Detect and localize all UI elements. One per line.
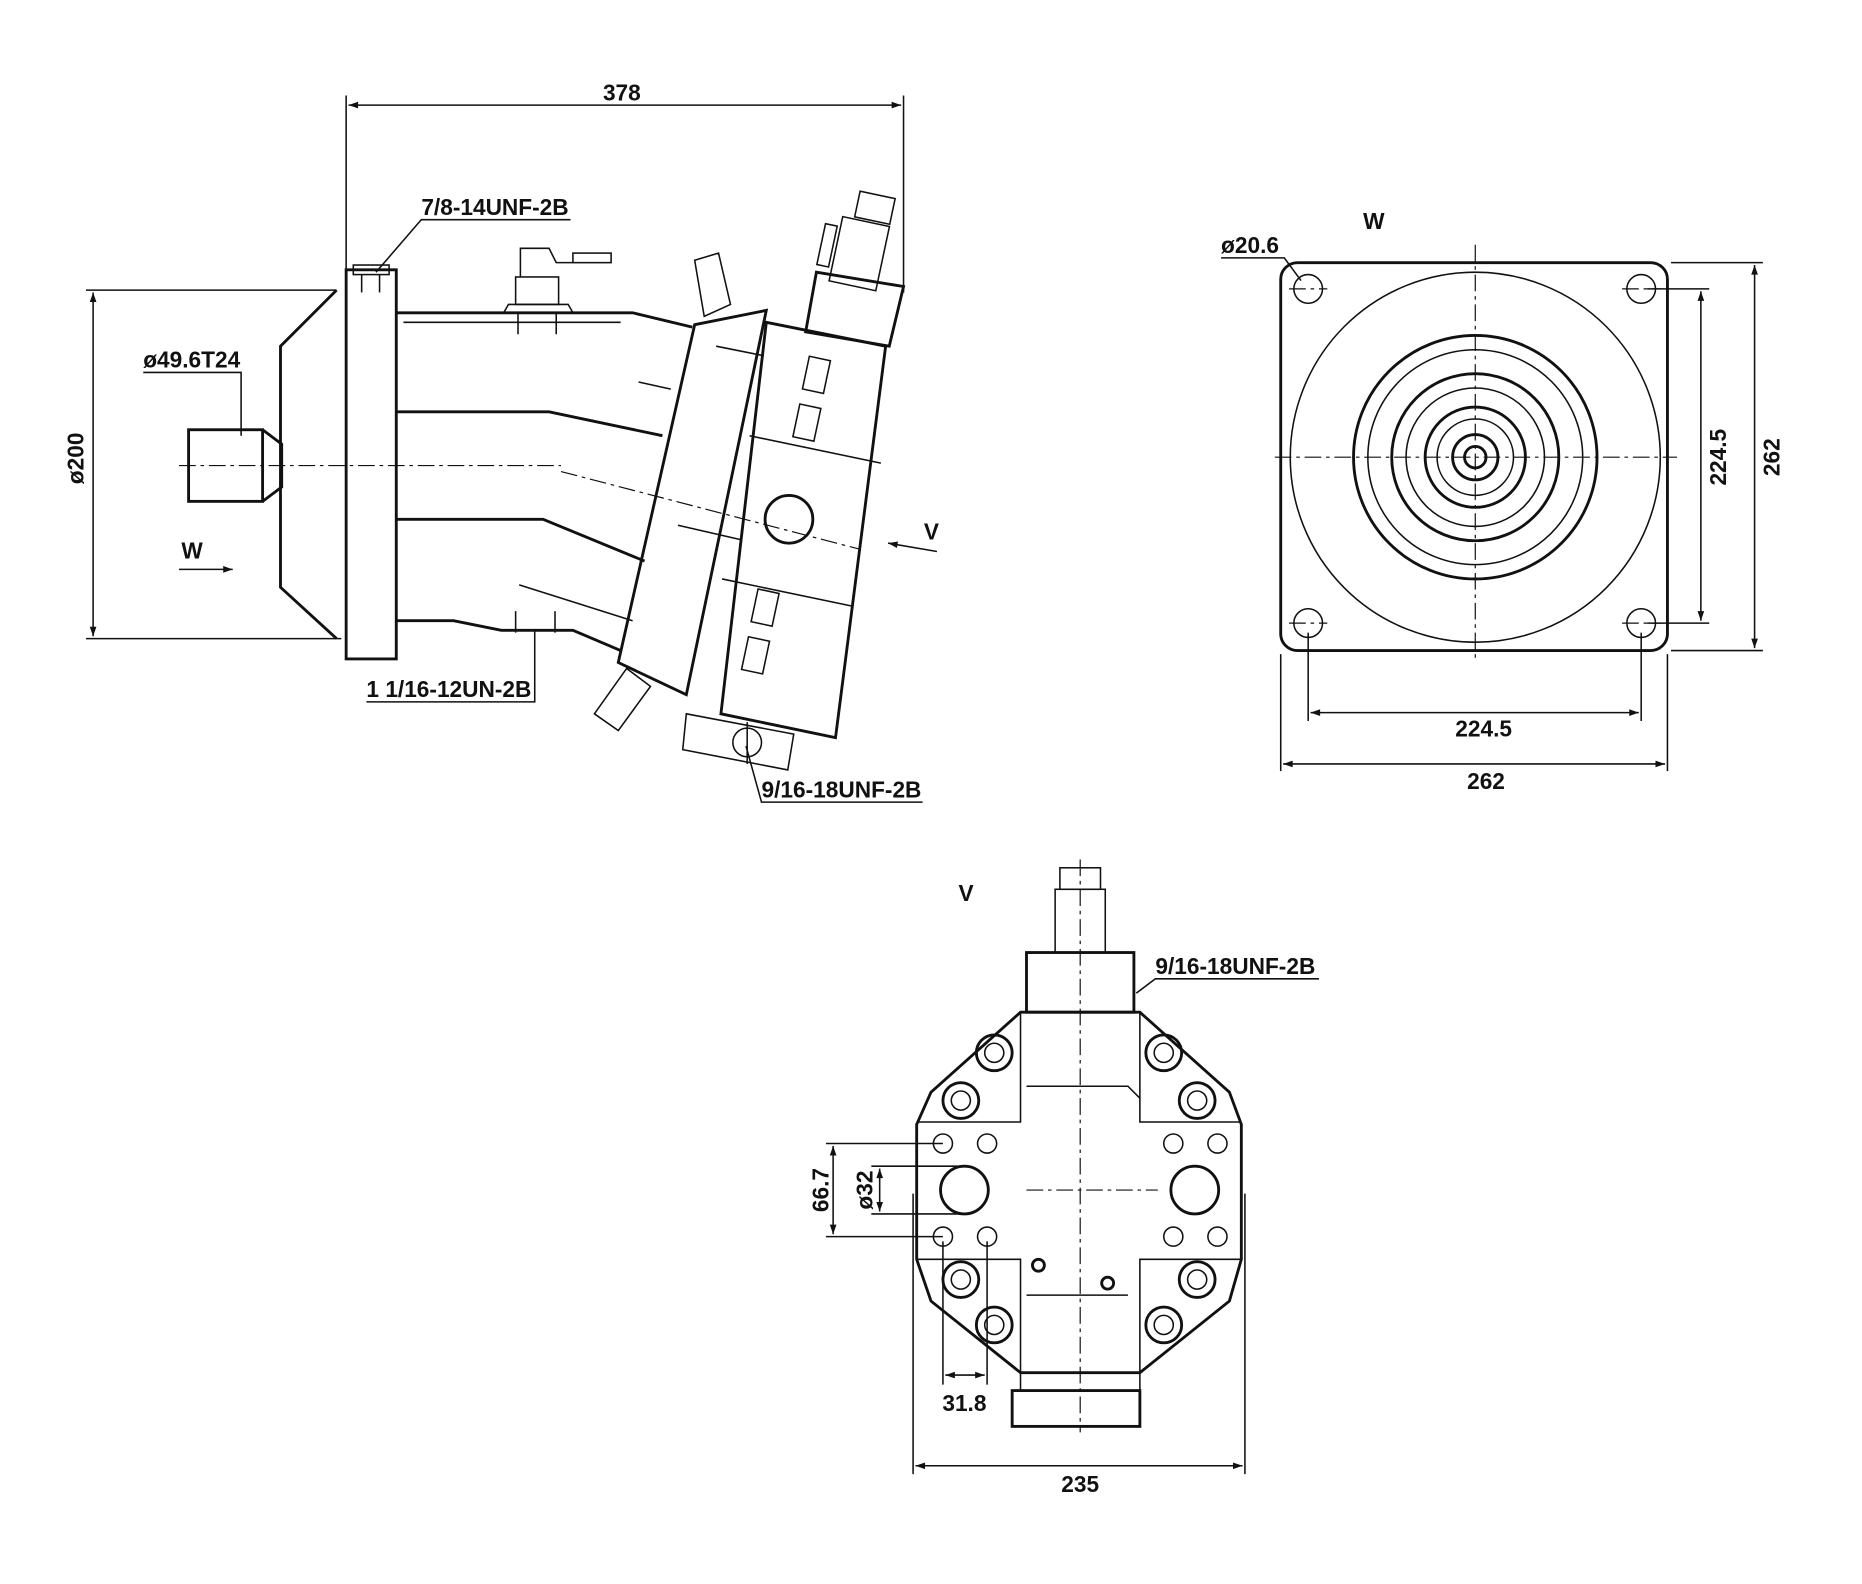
bolt-spacing-horizontal-label: 224.5 [1455,715,1512,741]
housing-outline [915,1010,1243,1375]
flange-width-label: 262 [1467,768,1505,794]
side-view: 378 ø200 ø49.6T24 W [63,79,939,803]
bottom-view: V 9/16-18UNF-2B [807,859,1319,1497]
bottom-view-title: V [958,880,973,906]
shaft-spec-label: ø49.6T24 [143,347,240,373]
flange-diameter-label: ø200 [63,433,89,485]
front-view: W ø20.6 224.5 262 224.5 262 [1221,208,1785,794]
bolt-spacing-vertical-label: 224.5 [1705,429,1731,486]
bottom-port-label: 9/16-18UNF-2B [1155,953,1315,979]
view-v-marker: V [924,519,939,545]
view-w-marker: W [181,538,203,564]
tilted-housing [616,308,769,697]
port-circle [763,493,815,545]
overall-length-label: 378 [603,79,641,105]
hole-diameter-label: ø20.6 [1221,232,1279,258]
port-diameter-label: ø32 [852,1171,878,1210]
mounting-flange [344,268,398,661]
front-view-title: W [1363,208,1385,234]
drain-port-label: 9/16-18UNF-2B [762,776,922,802]
bottom-port-label: 1 1/16-12UN-2B [366,676,531,702]
port-a [939,1164,990,1216]
bolt-heads [941,1033,1217,1345]
port-spacing-label: 66.7 [807,1168,833,1212]
port-b [1169,1164,1221,1216]
flange-height-label: 262 [1759,438,1785,476]
offset-label: 31.8 [942,1390,986,1416]
top-port-label: 7/8-14UNF-2B [421,194,568,220]
view-v-arrow [887,541,938,553]
overall-width-label: 235 [1061,1471,1099,1497]
